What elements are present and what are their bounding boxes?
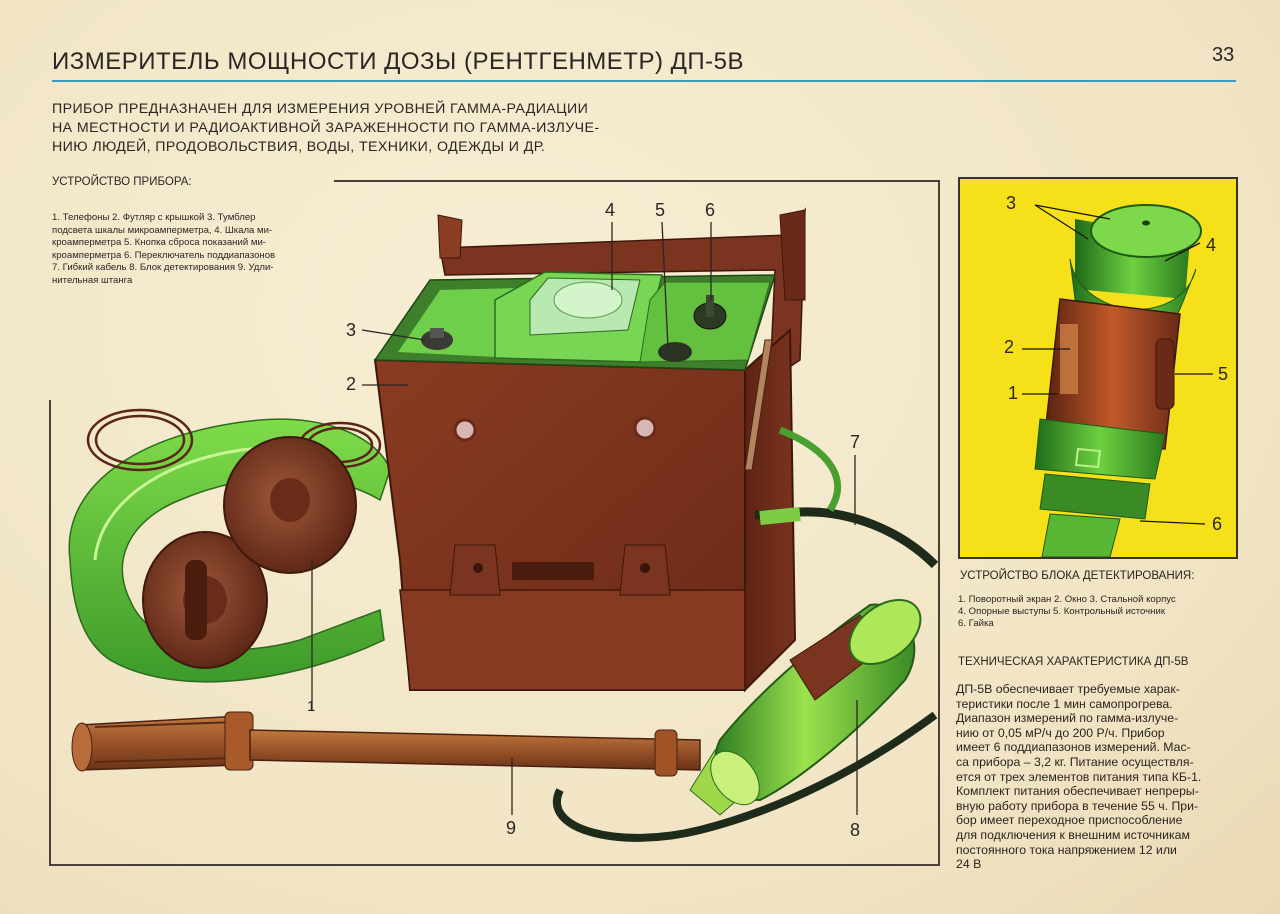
intro-line: НИЮ ЛЮДЕЙ, ПРОДОВОЛЬСТВИЯ, ВОДЫ, ТЕХНИКИ…: [52, 139, 546, 155]
callout-4: 4: [605, 200, 616, 220]
tech-line: вную работу прибора в течение 55 ч. При-: [956, 798, 1199, 813]
tech-line: ется от трех элементов питания типа КБ-1…: [956, 769, 1202, 784]
device-heading: УСТРОЙСТВО ПРИБОРА:: [52, 176, 192, 188]
detector-heading: УСТРОЙСТВО БЛОКА ДЕТЕКТИРОВАНИЯ:: [960, 570, 1195, 582]
callout-7: 7: [850, 432, 861, 452]
earphones: [142, 436, 357, 669]
callout-9: 9: [506, 818, 517, 838]
detection-unit: [689, 598, 922, 816]
detector-closeup-panel: 3 4 2 1 5 6: [958, 177, 1238, 559]
intro-paragraph: ПРИБОР ПРЕДНАЗНАЧЕН ДЛЯ ИЗМЕРЕНИЯ УРОВНЕ…: [52, 100, 652, 157]
frame-line-bottom: [49, 864, 940, 866]
instrument-case: [373, 207, 806, 693]
frame-line-left: [49, 400, 51, 865]
tech-line: бор имеет переходное приспособление: [956, 813, 1183, 828]
callout-6: 6: [705, 200, 716, 220]
detector-legend-line: 4. Опорные выступы 5. Контрольный источн…: [958, 606, 1166, 617]
detector-legend-line: 6. Гайка: [958, 618, 994, 629]
intro-line: НА МЕСТНОСТИ И РАДИОАКТИВНОЙ ЗАРАЖЕННОСТ…: [52, 120, 600, 136]
page-title: ИЗМЕРИТЕЛЬ МОЩНОСТИ ДОЗЫ (РЕНТГЕНМЕТР) Д…: [52, 48, 744, 75]
flexible-cable: [553, 426, 939, 842]
tech-line: имеет 6 поддиапазонов измерений. Мас-: [956, 740, 1191, 755]
device-parts-legend: 1. Телефоны 2. Футляр с крышкой 3. Тумбл…: [52, 212, 352, 287]
tech-line: Комплект питания обеспечивает непреры-: [956, 784, 1199, 799]
detector-callout-6: 6: [1212, 514, 1223, 534]
page-number: 33: [1212, 44, 1235, 66]
detector-closeup-illustration: [1022, 204, 1213, 558]
legend-line: кроамперметра 6. Переключатель поддиапаз…: [52, 249, 276, 261]
tech-line: ДП-5В обеспечивает требуемые харак-: [956, 682, 1180, 696]
tech-line: 24 В: [956, 857, 982, 872]
tech-line: постоянного тока напряжением 12 или: [956, 842, 1177, 857]
tech-line: са прибора – 3,2 кг. Питание осуществля-: [956, 754, 1194, 769]
tech-line: Диапазон измерений по гамма-излуче-: [956, 711, 1179, 726]
detector-callout-4: 4: [1206, 235, 1217, 255]
tech-line: для подключения к внешним источникам: [956, 827, 1190, 842]
detector-callout-2: 2: [1004, 337, 1015, 357]
detector-callout-3: 3: [1006, 193, 1017, 213]
frame-line-top: [334, 180, 940, 182]
callout-5: 5: [655, 200, 666, 220]
title-underline: [52, 80, 1236, 82]
detector-legend: 1. Поворотный экран 2. Окно 3. Стальной …: [958, 594, 1258, 630]
legend-line: 1. Телефоны 2. Футляр с крышкой 3. Тумбл…: [52, 212, 256, 223]
tech-spec-heading: ТЕХНИЧЕСКАЯ ХАРАКТЕРИСТИКА ДП-5В: [958, 656, 1189, 668]
callout-3: 3: [346, 320, 357, 340]
headphone-band: [68, 418, 391, 683]
legend-line: кроамперметра 5. Кнопка сброса показаний…: [52, 237, 266, 248]
tech-spec-text: ДП-5В обеспечивает требуемые харак- тери…: [956, 682, 1246, 872]
legend-line: подсвета шкалы микроамперметра, 4. Шкала…: [52, 224, 273, 236]
frame-line-right: [938, 180, 940, 865]
callout-8: 8: [850, 820, 861, 840]
tech-line: нию от 0,05 мР/ч до 200 Р/ч. Прибор: [956, 725, 1165, 740]
callout-2: 2: [346, 374, 357, 394]
detector-callout-5: 5: [1218, 364, 1229, 384]
legend-line: 7. Гибкий кабель 8. Блок детектирования …: [52, 262, 274, 273]
detector-legend-line: 1. Поворотный экран 2. Окно 3. Стальной …: [958, 594, 1176, 605]
extension-rod: [71, 711, 701, 777]
intro-line: ПРИБОР ПРЕДНАЗНАЧЕН ДЛЯ ИЗМЕРЕНИЯ УРОВНЕ…: [52, 101, 589, 117]
legend-line: нительная штанга: [52, 274, 133, 286]
callout-1: 1: [307, 698, 316, 715]
callout-leader-lines: [311, 221, 858, 815]
tech-line: теристики после 1 мин самопрогрева.: [956, 696, 1173, 711]
detector-callout-1: 1: [1008, 383, 1019, 403]
